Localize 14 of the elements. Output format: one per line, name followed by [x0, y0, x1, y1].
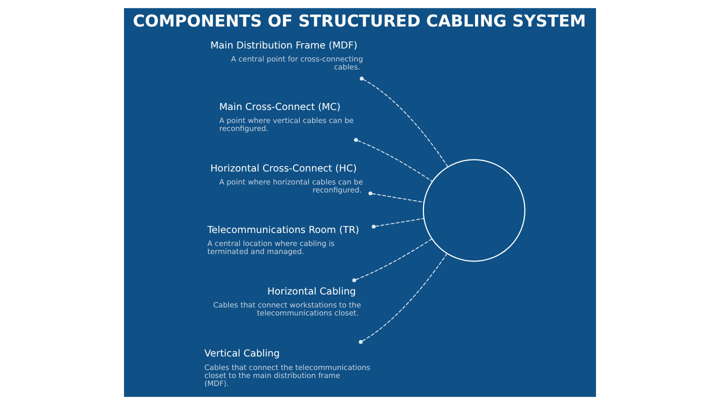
node-text: Main Cross-Connect (MC) A point where vertical cables can be reconfigured.	[219, 102, 354, 134]
connector	[354, 138, 433, 182]
node-text: Main Distribution Frame (MDF) A central point for cross-connecting cables.	[210, 40, 364, 72]
connector	[368, 191, 424, 203]
connector	[358, 253, 448, 344]
node-circle	[422, 159, 526, 262]
connector	[352, 238, 432, 282]
node-text: Vertical Cabling Cables that connect the telecommunications closet to the main distribution frame (MDF).	[204, 348, 370, 388]
diagram-title: COMPONENTS OF STRUCTURED CABLING SYSTEM	[132, 11, 586, 30]
node-text: Telecommunications Room (TR) A central location where cabling is terminated and managed.	[207, 224, 360, 256]
node-text: Horizontal Cross-Connect (HC) A point where horizontal cables can be reconfigured.	[210, 163, 364, 195]
connector	[360, 76, 448, 168]
node-text: Horizontal Cabling Cables that connect workstations to the telecommunications closet.	[213, 286, 362, 318]
connector	[372, 218, 424, 229]
